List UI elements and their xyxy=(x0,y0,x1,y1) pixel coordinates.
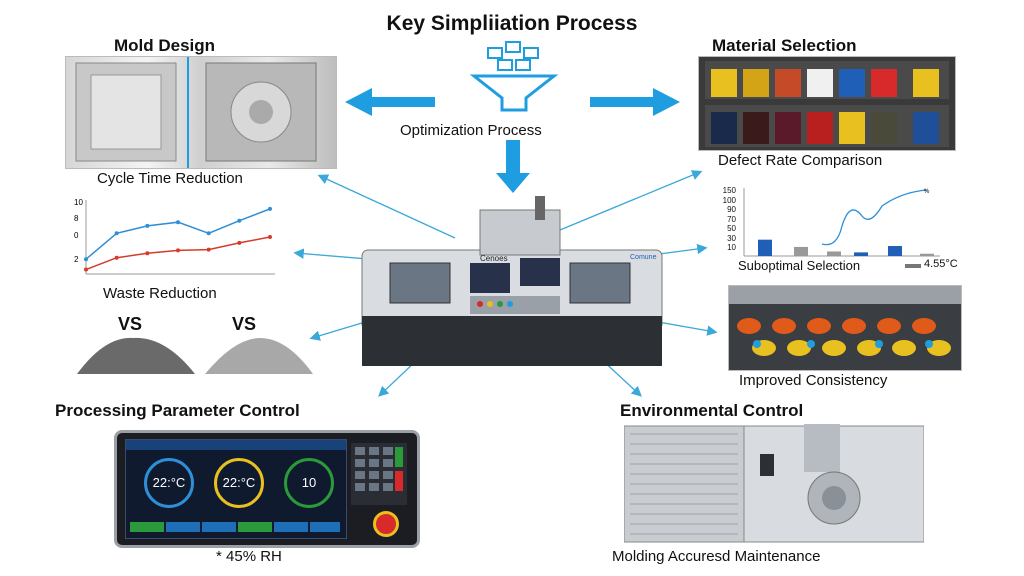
legend-swatch xyxy=(905,264,921,268)
keypad-keys xyxy=(355,447,403,491)
material-jars xyxy=(705,61,949,147)
funnel-icon xyxy=(469,41,559,112)
vs-label-left: VS xyxy=(118,314,143,334)
gravel-pile-light xyxy=(205,338,313,374)
defect-bar-chart: % xyxy=(743,188,940,257)
waste-data-point xyxy=(206,247,211,252)
defect-end-label: % xyxy=(924,189,930,195)
defect-trend-line xyxy=(821,189,928,246)
material-selection-heading: Material Selection xyxy=(712,36,857,55)
defect-tick-label: 70 xyxy=(727,214,736,224)
screen-button[interactable] xyxy=(310,522,340,532)
consistency-image xyxy=(728,285,962,371)
machine-illustration xyxy=(361,196,663,366)
defect-bar xyxy=(920,253,934,256)
mold-design-heading: Mold Design xyxy=(114,36,216,55)
defect-tick-label: 100 xyxy=(722,195,736,205)
defect-tick-label: 10 xyxy=(727,243,736,252)
defect-rate-caption: Defect Rate Comparison xyxy=(718,152,883,169)
waste-data-point xyxy=(237,218,242,223)
gauge-1: 22:°C xyxy=(144,458,194,508)
waste-data-point xyxy=(176,220,180,225)
processing-parameter-heading: Processing Parameter Control xyxy=(55,401,300,420)
defect-bar xyxy=(827,251,841,256)
waste-data-point xyxy=(237,240,242,245)
screen-button[interactable] xyxy=(166,522,200,532)
screen-button-row xyxy=(130,522,342,532)
arrow-left xyxy=(345,88,435,116)
defect-tick-label: 150 xyxy=(722,186,736,195)
machine-brand-label: Cenoes xyxy=(480,254,508,263)
defect-bar xyxy=(888,246,902,256)
mold-design-image xyxy=(65,56,337,169)
control-screen: 22:°C 22:°C 10 xyxy=(125,439,347,539)
gauge-2: 22:°C xyxy=(214,458,264,508)
waste-tick-label: 2 xyxy=(74,255,79,264)
waste-data-point xyxy=(145,251,150,256)
defect-axis-labels: 150 100 90 70 50 30 10 xyxy=(712,186,736,260)
waste-data-point xyxy=(84,267,88,272)
keypad[interactable] xyxy=(351,443,407,505)
improved-consistency-caption: Improved Consistency xyxy=(739,372,888,389)
defect-tick-label: 30 xyxy=(727,233,736,243)
waste-data-point xyxy=(268,235,272,239)
waste-data-point xyxy=(268,206,272,211)
environmental-control-heading: Environmental Control xyxy=(620,401,804,420)
defect-tick-label: 90 xyxy=(727,205,736,214)
mold-illustration xyxy=(75,57,317,168)
screen-header-bar xyxy=(126,440,346,450)
humidity-caption: * 45% RH xyxy=(216,548,282,565)
defect-bar xyxy=(854,252,868,256)
arrow-right xyxy=(590,88,680,116)
arrow-down xyxy=(496,140,530,193)
waste-tick-label: 8 xyxy=(74,214,79,223)
wire-mold xyxy=(317,174,456,239)
waste-line-chart: 10 8 0 2 xyxy=(74,198,275,275)
defect-bar xyxy=(794,246,808,256)
emergency-stop-button[interactable] xyxy=(373,511,399,537)
screen-button[interactable] xyxy=(238,522,272,532)
chiller-illustration xyxy=(623,424,925,543)
defect-chart: % xyxy=(712,186,942,260)
material-selection-image xyxy=(698,56,956,151)
waste-data-point xyxy=(84,257,88,262)
screen-button[interactable] xyxy=(202,522,236,532)
screen-button[interactable] xyxy=(274,522,308,532)
injection-molding-machine: Cenoes Comune xyxy=(360,188,665,368)
maintenance-caption: Molding Accuresd Maintenance xyxy=(612,548,821,565)
machine-brand-right-label: Comune xyxy=(630,254,657,261)
gauge-3: 10 xyxy=(284,458,334,508)
temperature-note: 4.55°C xyxy=(924,258,958,270)
page-title: Key Simpliiation Process xyxy=(386,12,638,35)
waste-data-point xyxy=(114,231,119,236)
screen-button[interactable] xyxy=(130,522,164,532)
optimization-process-label: Optimization Process xyxy=(400,122,542,139)
suboptimal-selection-caption: Suboptimal Selection xyxy=(738,258,861,273)
waste-data-point xyxy=(206,231,211,236)
defect-bar xyxy=(758,239,772,256)
defect-tick-label: 50 xyxy=(727,224,736,233)
waste-tick-label: 0 xyxy=(74,231,79,240)
gravel-pile-dark xyxy=(77,337,195,374)
parts-conveyor xyxy=(729,286,961,356)
waste-reduction-caption: Waste Reduction xyxy=(103,285,217,302)
waste-series-line xyxy=(85,236,271,271)
waste-data-point xyxy=(176,248,180,253)
wire-material xyxy=(559,170,703,231)
cycle-time-caption: Cycle Time Reduction xyxy=(97,170,243,187)
waste-tick-label: 10 xyxy=(74,198,83,207)
waste-data-point xyxy=(114,255,119,260)
waste-data-point xyxy=(145,223,150,228)
control-panel: 22:°C 22:°C 10 xyxy=(114,430,420,548)
gravel-piles xyxy=(77,337,313,374)
environmental-unit xyxy=(623,424,925,544)
vs-label-right: VS xyxy=(232,314,257,334)
waste-chart: 10 8 0 2 xyxy=(70,196,280,280)
